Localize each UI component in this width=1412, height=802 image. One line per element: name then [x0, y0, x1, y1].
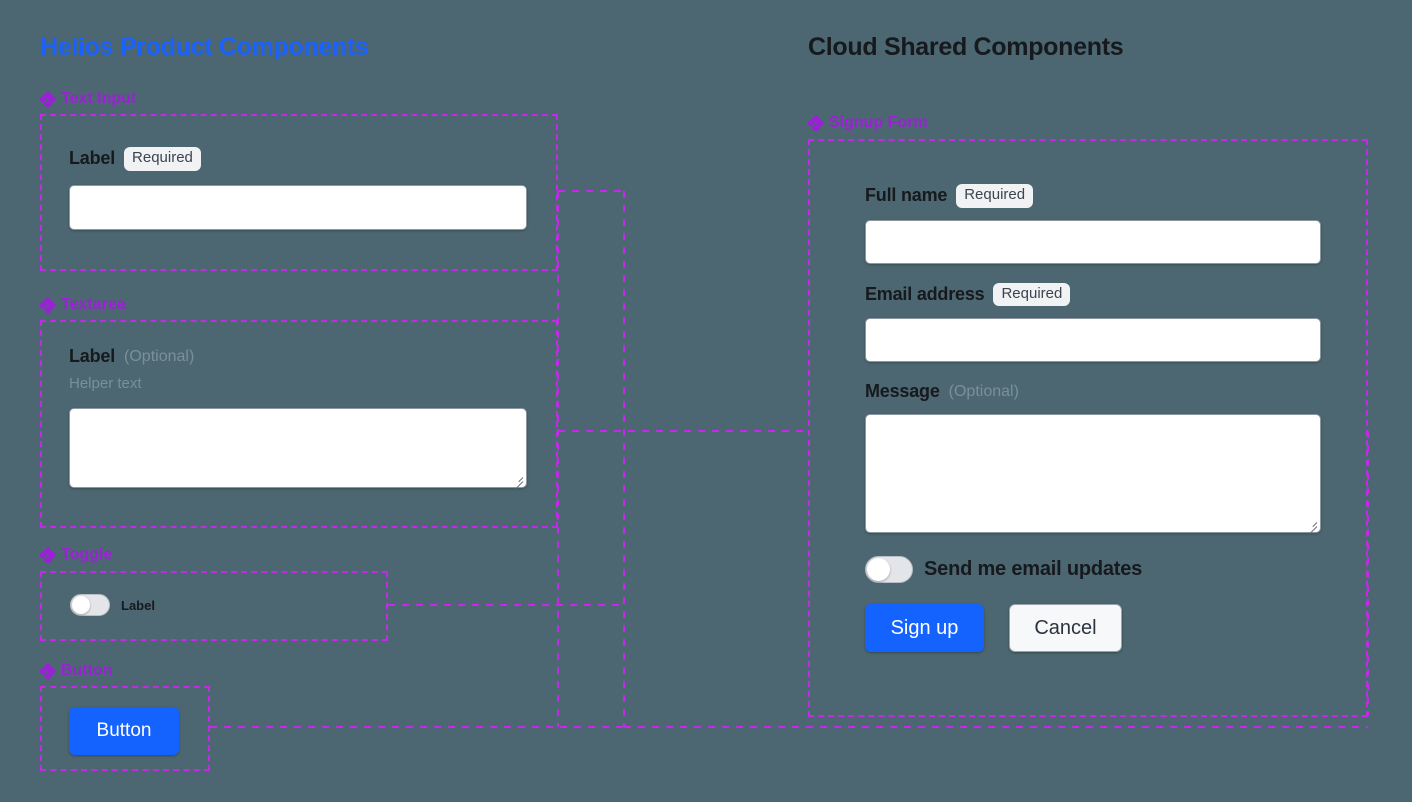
- form-actions: Sign up Cancel: [865, 604, 1366, 652]
- helper-text: Helper text: [69, 375, 142, 392]
- status-badge-required: Required: [993, 282, 1071, 306]
- diamond-cluster-icon: [38, 546, 57, 564]
- section-caption-signup-form: Signup Form: [806, 114, 928, 132]
- section-caption-label: Textarea: [61, 296, 126, 313]
- message-textarea[interactable]: [865, 414, 1321, 534]
- field-label-row-full-name: Full name Required: [865, 184, 1366, 208]
- section-caption-text-input: Text Input: [38, 90, 137, 108]
- field-label-row-email: Email address Required: [865, 282, 1366, 306]
- text-input-field[interactable]: [69, 184, 527, 230]
- full-name-input[interactable]: [865, 219, 1321, 264]
- diamond-cluster-icon: [38, 90, 57, 108]
- section-caption-button: Button: [38, 662, 113, 680]
- component-frame-toggle: Label: [40, 571, 388, 641]
- field-label: Message: [865, 381, 940, 401]
- diamond-cluster-icon: [806, 114, 825, 132]
- page-title-right: Cloud Shared Components: [808, 33, 1124, 61]
- field-label-row-message: Message (Optional): [865, 381, 1366, 402]
- email-updates-toggle-row[interactable]: Send me email updates: [865, 556, 1366, 583]
- optional-indicator: (Optional): [124, 347, 195, 365]
- section-caption-label: Signup Form: [829, 114, 928, 131]
- status-badge-required: Required: [956, 184, 1034, 208]
- section-caption-label: Toggle: [61, 546, 113, 563]
- field-label: Email address: [865, 283, 985, 304]
- section-caption-textarea: Textarea: [38, 296, 126, 314]
- toggle-switch[interactable]: [70, 594, 110, 616]
- resize-grip-icon[interactable]: [512, 473, 524, 489]
- toggle-knob: [867, 558, 890, 581]
- status-badge-required: Required: [124, 147, 201, 171]
- resize-grip-icon[interactable]: [1306, 518, 1318, 534]
- component-frame-textarea: Label (Optional) Helper text: [40, 320, 558, 528]
- sign-up-button[interactable]: Sign up: [865, 604, 984, 652]
- optional-indicator: (Optional): [948, 382, 1019, 400]
- email-input[interactable]: [865, 318, 1321, 362]
- section-caption-toggle: Toggle: [38, 546, 113, 564]
- email-updates-label: Send me email updates: [924, 558, 1143, 580]
- field-label-row-textarea: Label (Optional): [69, 346, 556, 367]
- toggle-label: Label: [121, 597, 155, 613]
- toggle-row[interactable]: Label: [70, 594, 386, 616]
- diamond-cluster-icon: [38, 662, 57, 680]
- field-label-row-text-input: Label Required: [69, 147, 556, 171]
- component-frame-signup-form: Full name Required Email address Require…: [808, 139, 1368, 717]
- toggle-knob: [72, 596, 90, 614]
- field-label: Label: [69, 148, 116, 169]
- page-title-left: Helios Product Components: [40, 33, 369, 61]
- field-label: Full name: [865, 185, 948, 206]
- demo-button[interactable]: Button: [69, 707, 179, 755]
- email-updates-toggle[interactable]: [865, 556, 913, 583]
- component-frame-text-input: Label Required: [40, 114, 558, 271]
- diamond-cluster-icon: [38, 296, 57, 314]
- component-frame-button: Button: [40, 686, 210, 771]
- cancel-button[interactable]: Cancel: [1009, 604, 1122, 652]
- field-label: Label: [69, 346, 116, 366]
- section-caption-label: Text Input: [61, 90, 137, 107]
- section-caption-label: Button: [61, 662, 113, 679]
- textarea-field[interactable]: [69, 408, 527, 489]
